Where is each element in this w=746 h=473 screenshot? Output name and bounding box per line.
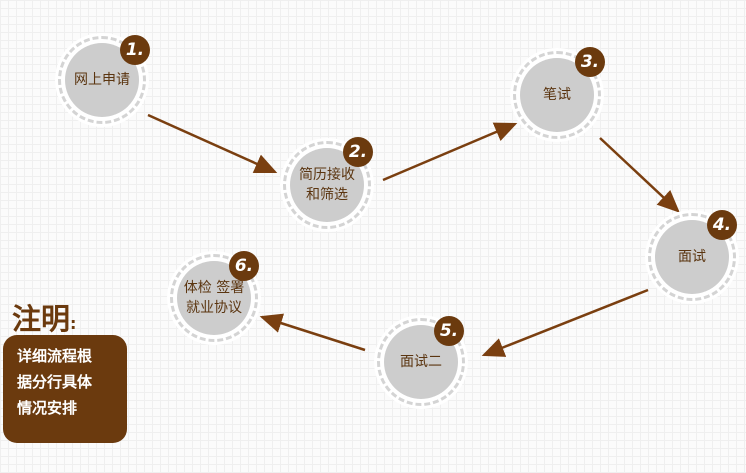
- note-title: 注明:: [12, 296, 76, 338]
- step-number-badge: 4.: [707, 210, 737, 240]
- note-line: 情况安排: [17, 399, 78, 417]
- note-line: 据分行具体: [17, 373, 93, 391]
- step-1: 网上申请: [55, 33, 149, 127]
- arrow-3-4: [599, 137, 680, 213]
- note-line: 详细流程根: [17, 347, 93, 365]
- arrow-1-2: [147, 113, 278, 174]
- note-title-text: 注明: [12, 302, 71, 336]
- arrow-2-3: [382, 122, 518, 182]
- step-number-badge: 2.: [343, 137, 373, 167]
- step-number-badge: 5.: [434, 316, 464, 346]
- step-number-badge: 1.: [120, 35, 150, 65]
- step-label: 网上申请: [65, 43, 139, 117]
- note-colon: :: [70, 314, 77, 333]
- step-number-badge: 6.: [229, 251, 259, 281]
- note-box: 详细流程根 据分行具体 情况安排: [3, 335, 127, 443]
- arrow-4-5: [481, 288, 649, 357]
- arrow-5-6: [259, 313, 366, 352]
- step-number-badge: 3.: [575, 47, 605, 77]
